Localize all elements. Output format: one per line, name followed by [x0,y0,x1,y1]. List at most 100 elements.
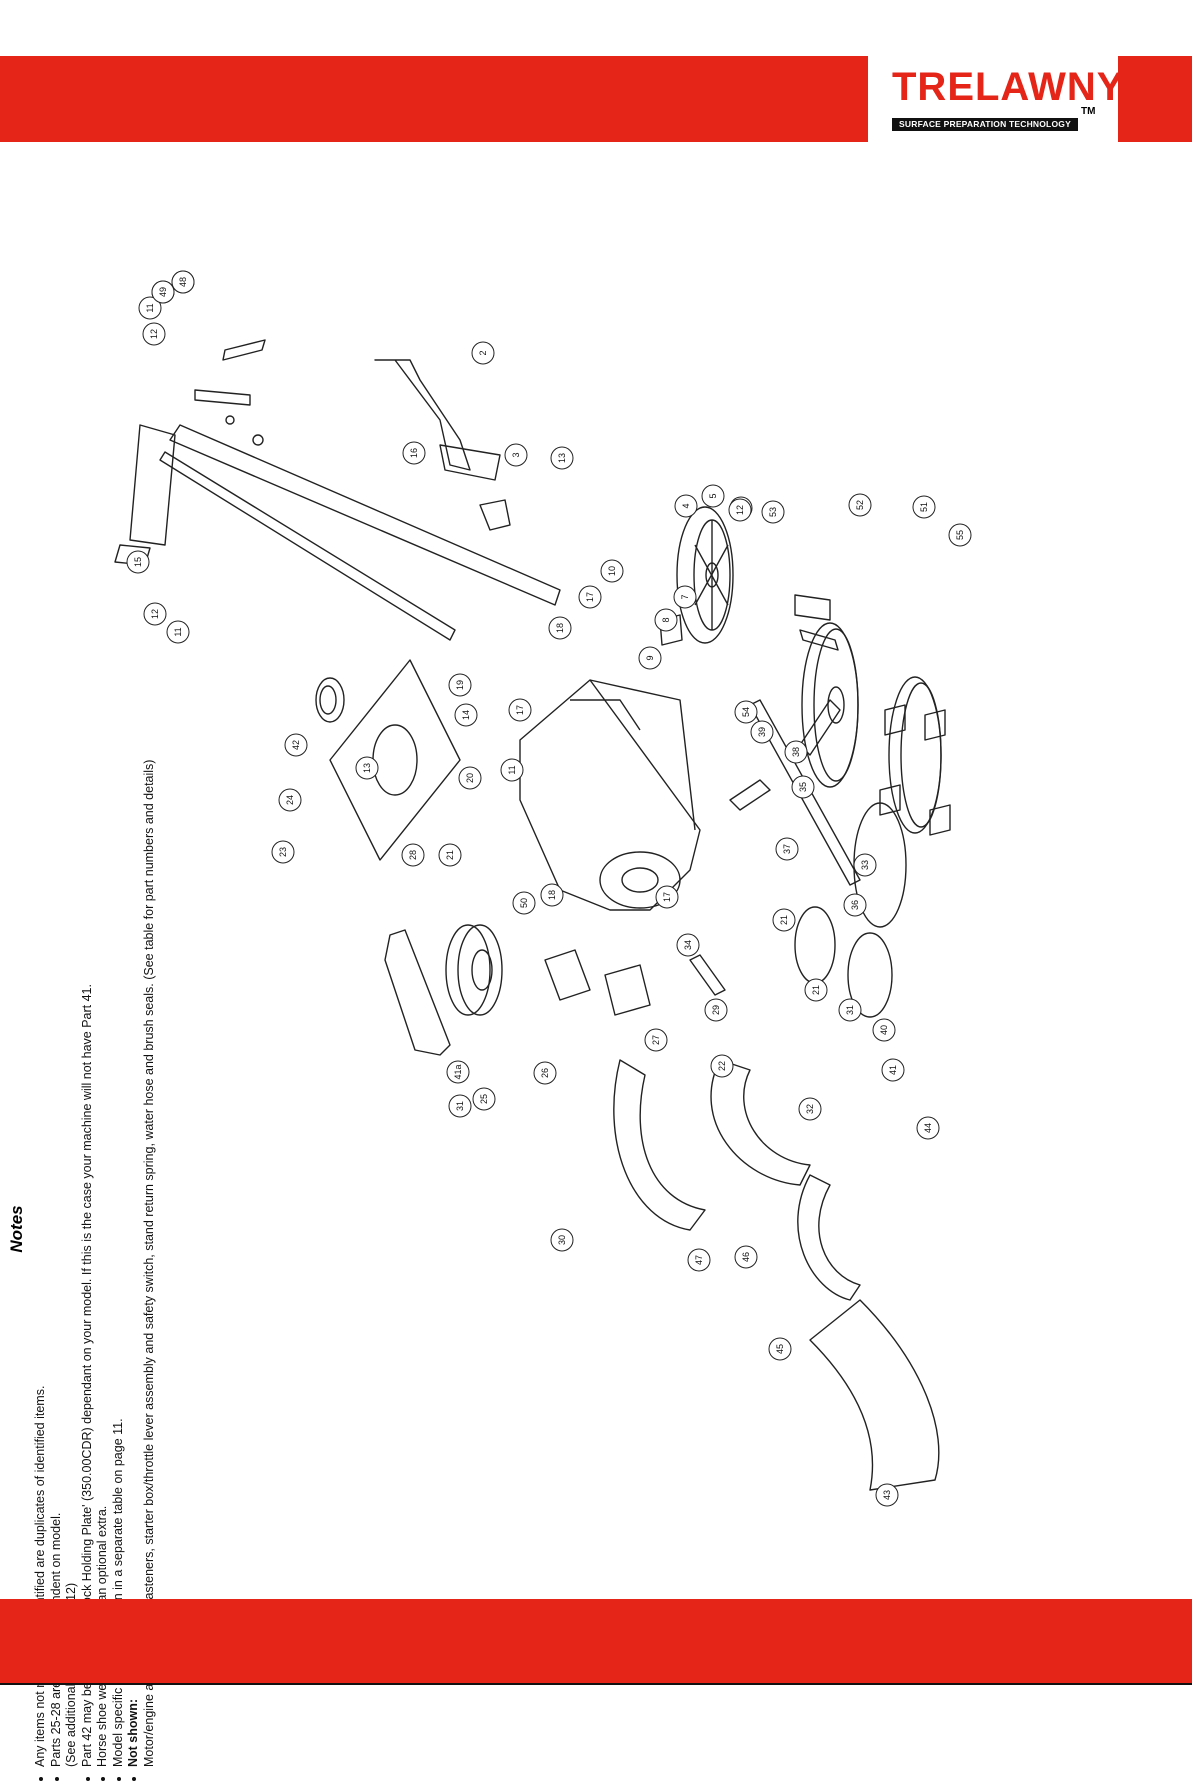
callout-circle [948,523,972,547]
callout-circle [734,700,758,724]
grinding-discs [794,594,951,836]
part-callout: 11 [500,758,524,782]
part-callout: 36 [843,893,867,917]
part-callout: 10 [600,559,624,583]
callout-circle [166,620,190,644]
callout-circle [448,1094,472,1118]
callout-label: 10 [607,566,617,576]
callout-circle [548,616,572,640]
callout-label: 42 [291,740,301,750]
callout-label: 31 [845,1005,855,1015]
callout-label: 13 [362,763,372,773]
callout-label: 35 [798,782,808,792]
part-callout: 53 [761,500,785,524]
callout-circle [761,500,785,524]
callout-label: 11 [173,627,183,636]
part-callout: 44 [916,1116,940,1140]
callout-label: 12 [735,505,745,515]
callout-circle [271,840,295,864]
callout-circle [734,1245,758,1269]
callout-circle [454,703,478,727]
callout-label: 7 [680,594,690,599]
callout-circle [500,758,524,782]
part-callout: 31 [448,1094,472,1118]
callout-circle [916,1116,940,1140]
callout-label: 31 [455,1101,465,1111]
callout-circle [638,646,662,670]
callout-label: 41a [453,1064,463,1079]
part-callout: 41 [881,1058,905,1082]
callout-circle [912,495,936,519]
callout-label: 44 [923,1123,933,1133]
callout-circle [843,893,867,917]
part-callout: 31 [838,998,862,1022]
callout-label: 45 [775,1344,785,1354]
part-callout: 48 [171,270,195,294]
callout-circle [438,843,462,867]
base-plate [315,659,461,861]
callout-label: 8 [661,617,671,622]
part-callout: 22 [710,1054,734,1078]
footer-bar [0,1599,1192,1685]
callout-label: 50 [519,898,529,908]
part-callout: 14 [454,703,478,727]
callout-circle [278,788,302,812]
part-callout: 43 [875,1483,899,1507]
callout-label: 17 [515,705,525,715]
callout-label: 39 [757,727,767,737]
callout-circle [804,978,828,1002]
callout-circle [710,1054,734,1078]
callout-circle [674,494,698,518]
callout-label: 3 [511,452,521,457]
callout-circle [512,891,536,915]
part-callout: 29 [704,998,728,1022]
callout-circle [798,1097,822,1121]
callout-circle [508,698,532,722]
callout-circle [504,443,528,467]
part-callout: 42 [284,733,308,757]
callout-label: 26 [540,1068,550,1078]
callout-circle [138,296,162,320]
callout-circle [550,446,574,470]
callout-circle [355,756,379,780]
callout-label: 19 [455,680,465,690]
callout-label: 11 [507,765,517,774]
callout-circle [784,740,808,764]
callout-label: 12 [149,329,159,339]
logo-tagline: SURFACE PREPARATION TECHNOLOGY [892,118,1078,131]
callout-circle [143,602,167,626]
callout-label: 23 [278,847,288,857]
part-callout: 21 [438,843,462,867]
main-housing [519,679,701,911]
part-callout: 50 [512,891,536,915]
callout-circle [853,853,877,877]
guard-skirts [613,1059,940,1491]
part-callout: 18 [548,616,572,640]
callout-circle [401,843,425,867]
callout-circle [728,498,752,522]
part-callout: 7 [673,585,697,609]
wheel [659,506,734,646]
handle-frame [114,339,561,641]
part-callout: 38 [784,740,808,764]
callout-label: 32 [805,1104,815,1114]
callout-label: 48 [178,277,188,287]
part-callout: 19 [448,673,472,697]
part-callout: 25 [472,1087,496,1111]
callout-circle [540,883,564,907]
callout-label: 2 [478,350,488,355]
callout-label: 17 [662,892,672,902]
part-callout: 17 [578,585,602,609]
part-callout: 23 [271,840,295,864]
part-callout: 2 [471,341,495,365]
callout-label: 51 [919,502,929,512]
part-callout: 41a [446,1060,470,1084]
part-callout: 12 [142,322,166,346]
callout-label: 18 [555,623,565,633]
callout-label: 17 [585,592,595,602]
part-callout: 30 [550,1228,574,1252]
callout-circle [654,608,678,632]
callout-circle [750,720,774,744]
part-callout: 35 [791,775,815,799]
part-callout: 34 [676,933,700,957]
